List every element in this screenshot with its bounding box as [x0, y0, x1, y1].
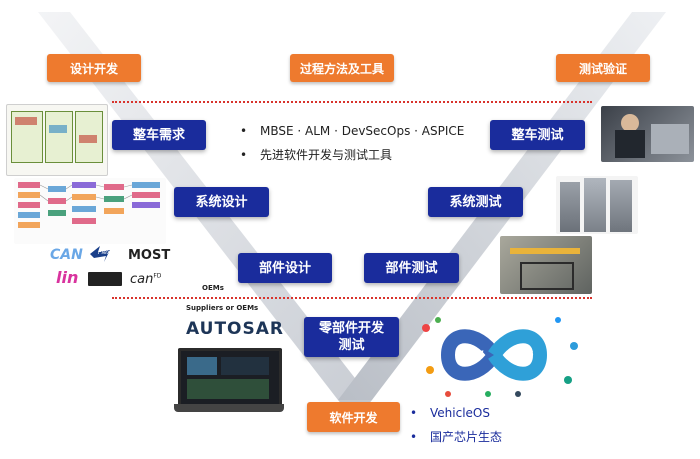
ethernet-logo: [88, 272, 122, 286]
devops-diagram: Dev Ops: [418, 310, 588, 400]
domestic-chip-bullet: • 国产芯片生态: [410, 428, 502, 445]
domestic-chip-text: 国产芯片生态: [430, 430, 503, 444]
lin-logo: lin: [56, 268, 79, 287]
bullet-dot: •: [240, 124, 248, 138]
bullet-dot: •: [240, 148, 248, 162]
process-tools-label: 过程方法及工具: [290, 54, 394, 82]
vehicleos-text: VehicleOS: [430, 406, 490, 420]
requirements-diagram-image: [6, 104, 108, 176]
component-design-box: 部件设计: [238, 253, 332, 283]
system-test-box: 系统测试: [428, 187, 523, 217]
flexray-text: FlexRay: [98, 249, 122, 256]
flexray-logo: FlexRay: [86, 244, 126, 264]
vehicleos-bullet: • VehicleOS: [410, 406, 490, 420]
can-logo: CAN: [50, 247, 83, 263]
canfd-sup: FD: [153, 272, 162, 280]
system-test-rack-photo: [556, 176, 638, 234]
top-dashed-divider: [112, 101, 592, 103]
laptop-base: [174, 404, 284, 412]
vehicle-requirements-box: 整车需求: [112, 120, 206, 150]
most-logo: MOST: [128, 248, 171, 263]
canfd-logo: canFD: [130, 272, 161, 287]
bullet-dot: •: [410, 406, 418, 420]
method-bullet-1: • MBSE · ALM · DevSecOps · ASPICE: [240, 124, 464, 138]
bottom-dashed-divider: [112, 297, 592, 299]
component-dev-test-line2: 测试: [338, 338, 365, 353]
bullet-dot: •: [410, 430, 418, 444]
canfd-text: can: [130, 272, 154, 287]
system-architecture-image: [14, 178, 166, 244]
method-bullet-2: • 先进软件开发与测试工具: [240, 146, 392, 163]
component-dev-test-box: 零部件开发 测试: [304, 317, 399, 357]
autosar-logo: AUTOSAR: [186, 319, 284, 339]
method-text-1: MBSE · ALM · DevSecOps · ASPICE: [260, 124, 465, 138]
devops-dev-text: Dev: [462, 348, 484, 359]
oems-label: OEMs: [202, 284, 224, 292]
component-dev-test-line1: 零部件开发: [318, 321, 384, 336]
component-test-box: 部件测试: [364, 253, 459, 283]
test-verify-label: 测试验证: [556, 54, 650, 82]
design-dev-label: 设计开发: [47, 54, 141, 82]
system-design-box: 系统设计: [174, 187, 269, 217]
software-dev-label: 软件开发: [307, 402, 400, 432]
devops-ops-text: Ops: [512, 348, 534, 359]
vehicle-test-box: 整车测试: [490, 120, 585, 150]
vehicle-test-photo: [601, 106, 694, 162]
method-text-2: 先进软件开发与测试工具: [260, 148, 393, 162]
component-test-bench-photo: [500, 236, 592, 294]
suppliers-label: Suppliers or OEMs: [186, 304, 259, 312]
laptop-screen-image: [178, 348, 282, 407]
